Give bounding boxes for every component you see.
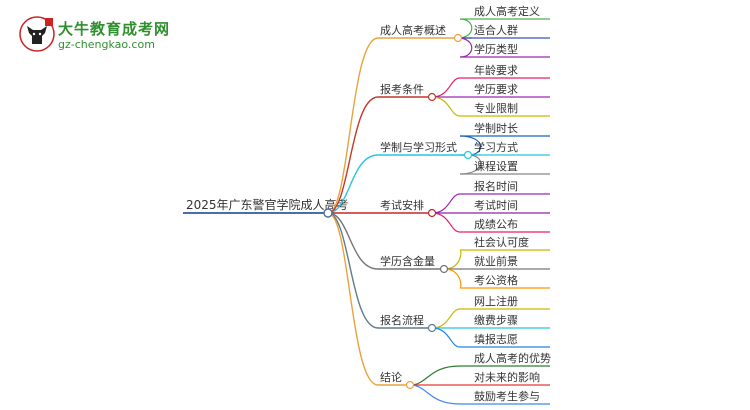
branch-topic[interactable]: 报名流程 bbox=[380, 313, 424, 327]
branch-connector bbox=[327, 96, 379, 214]
child-topic[interactable]: 学历要求 bbox=[474, 82, 518, 96]
branch-connector bbox=[327, 37, 379, 214]
branch-connector bbox=[327, 212, 379, 270]
branch-node-dot[interactable] bbox=[405, 380, 415, 390]
child-topic[interactable]: 成人高考定义 bbox=[474, 4, 540, 18]
branch-topic[interactable]: 报考条件 bbox=[380, 82, 424, 96]
child-topic[interactable]: 考试时间 bbox=[474, 199, 518, 212]
child-topic[interactable]: 学习方式 bbox=[474, 140, 518, 154]
root-node-dot[interactable] bbox=[323, 208, 333, 218]
branch-node-dot[interactable] bbox=[463, 150, 473, 160]
child-connector bbox=[431, 193, 461, 214]
child-topic[interactable]: 报名时间 bbox=[474, 179, 518, 193]
child-topic[interactable]: 适合人群 bbox=[474, 23, 518, 37]
child-topic[interactable]: 学制时长 bbox=[474, 121, 518, 135]
child-topic[interactable]: 专业限制 bbox=[474, 101, 518, 115]
branch-node-dot[interactable] bbox=[427, 208, 437, 218]
child-connector bbox=[431, 96, 461, 117]
child-connector bbox=[431, 308, 461, 329]
branch-connector bbox=[327, 212, 379, 386]
child-topic[interactable]: 缴费步骤 bbox=[474, 313, 518, 327]
child-topic[interactable]: 考公资格 bbox=[474, 273, 518, 287]
brand-name: 大牛教育成考网 bbox=[58, 20, 171, 38]
child-topic[interactable]: 就业前景 bbox=[474, 254, 518, 268]
child-topic[interactable]: 网上注册 bbox=[474, 294, 518, 308]
branch-node-dot[interactable] bbox=[453, 33, 463, 43]
ox-logo-icon bbox=[19, 16, 55, 52]
child-topic[interactable]: 对未来的影响 bbox=[474, 370, 540, 384]
child-topic[interactable]: 成人高考的优势 bbox=[474, 351, 551, 365]
branch-connector bbox=[327, 154, 379, 214]
branch-node-dot[interactable] bbox=[427, 92, 437, 102]
brand-url[interactable]: gz-chengkao.com bbox=[58, 38, 155, 51]
child-topic[interactable]: 课程设置 bbox=[474, 160, 518, 173]
child-topic[interactable]: 鼓励考生参与 bbox=[474, 389, 540, 403]
child-connector bbox=[409, 384, 461, 405]
child-connector bbox=[431, 212, 461, 233]
brand-logo: 大牛教育成考网 gz-chengkao.com bbox=[18, 14, 178, 56]
child-topic[interactable]: 填报志愿 bbox=[474, 332, 518, 346]
child-topic[interactable]: 年龄要求 bbox=[474, 63, 518, 77]
branch-topic[interactable]: 成人高考概述 bbox=[380, 23, 446, 37]
branch-topic[interactable]: 学制与学习形式 bbox=[380, 140, 457, 154]
root-topic[interactable]: 2025年广东警官学院成人高考 bbox=[186, 197, 349, 212]
child-topic[interactable]: 成绩公布 bbox=[474, 218, 518, 231]
branch-topic[interactable]: 考试安排 bbox=[380, 198, 424, 212]
branch-connector bbox=[327, 212, 379, 329]
branch-node-dot[interactable] bbox=[427, 323, 437, 333]
branch-topic[interactable]: 结论 bbox=[380, 370, 402, 384]
child-topic[interactable]: 社会认可度 bbox=[474, 235, 529, 249]
branch-topic[interactable]: 学历含金量 bbox=[380, 254, 435, 268]
branch-node-dot[interactable] bbox=[439, 264, 449, 274]
child-connector bbox=[431, 327, 461, 348]
child-connector bbox=[431, 77, 461, 98]
child-connector bbox=[409, 365, 461, 386]
child-topic[interactable]: 学历类型 bbox=[474, 42, 518, 56]
